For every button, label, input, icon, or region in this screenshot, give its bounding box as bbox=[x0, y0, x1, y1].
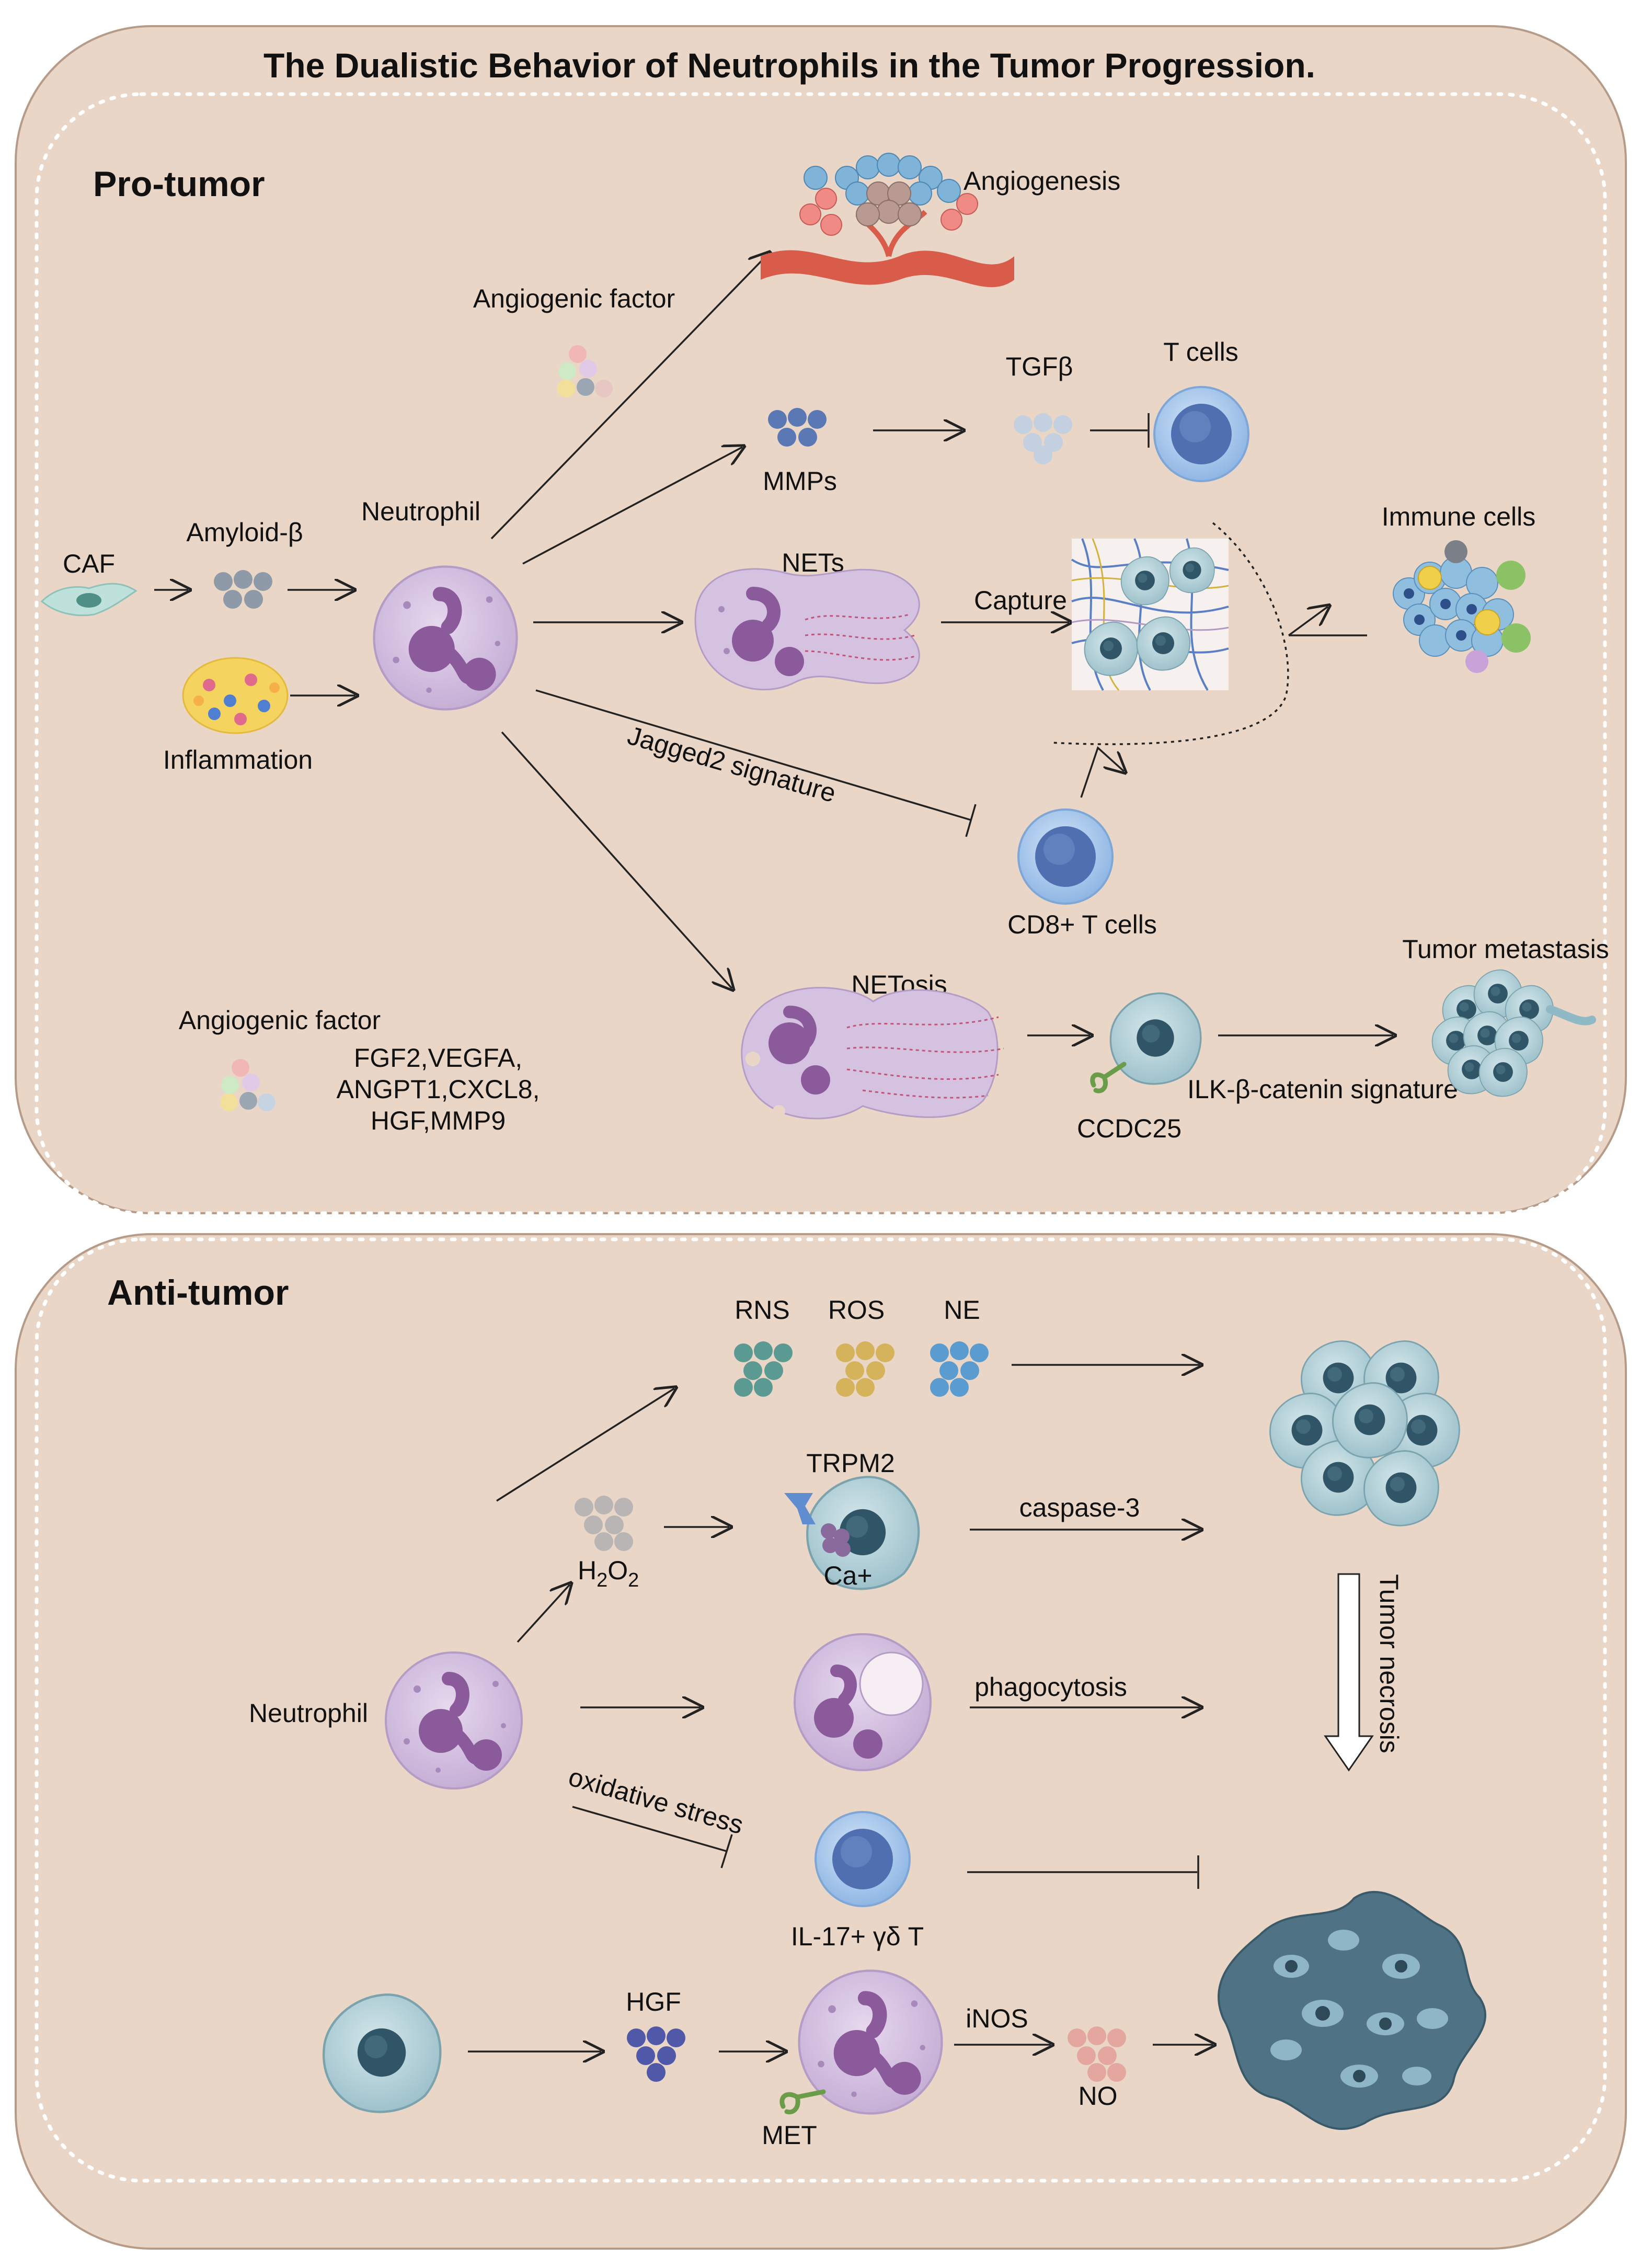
hgf-molecules-icon bbox=[627, 2026, 685, 2082]
il17-tcell-icon bbox=[815, 1811, 911, 1907]
tgfb-label: TGFβ bbox=[1006, 352, 1073, 381]
caf-label: CAF bbox=[63, 549, 115, 578]
hgf-label: HGF bbox=[626, 1987, 681, 2016]
tcell-icon bbox=[1153, 386, 1249, 482]
necrotic-tumor-icon bbox=[1217, 1890, 1487, 2130]
ccdc25-receptor-icon bbox=[1090, 1062, 1127, 1093]
angiogenesis-label: Angiogenesis bbox=[964, 166, 1120, 196]
inos-label: iNOS bbox=[966, 2004, 1028, 2033]
neutrophil-label-pro: Neutrophil bbox=[361, 497, 480, 526]
ros-molecules-icon bbox=[836, 1341, 894, 1397]
neutrophil-cell-icon-anti bbox=[386, 1652, 522, 1788]
neutrophil-label-anti: Neutrophil bbox=[249, 1699, 368, 1728]
rns-molecules-icon bbox=[734, 1341, 793, 1397]
tgfb-molecules-icon bbox=[1014, 413, 1072, 464]
tcells-label: T cells bbox=[1163, 337, 1238, 367]
anti-tumor-heading: Anti-tumor bbox=[107, 1273, 289, 1313]
capture-label: Capture bbox=[974, 586, 1067, 615]
immune-cells-label: Immune cells bbox=[1382, 502, 1536, 531]
angiogenesis-icon bbox=[761, 153, 1014, 288]
neutrophil-cell-icon-pro bbox=[374, 567, 517, 710]
arrow-neutrophil-to-ros bbox=[496, 1388, 674, 1502]
tumor-necrosis-label: Tumor necrosis bbox=[1374, 1574, 1404, 1753]
tumor-metastasis-label: Tumor metastasis bbox=[1402, 934, 1609, 964]
cd8-tcell-icon bbox=[1017, 808, 1114, 905]
inhibit-bar-il17 bbox=[720, 1834, 733, 1868]
tumor-metastasis-cluster-icon bbox=[1431, 969, 1596, 1097]
arrow-cd8-up bbox=[1080, 746, 1124, 798]
cd8-label: CD8+ T cells bbox=[1007, 910, 1157, 939]
tumor-necrosis-arrow-icon bbox=[1324, 1573, 1374, 1772]
arrow-neutrophil-to-angiogenesis bbox=[490, 254, 769, 540]
met-label: MET bbox=[762, 2121, 817, 2150]
no-molecules-icon bbox=[1068, 2026, 1126, 2082]
inhibit-jagged2-line bbox=[535, 689, 971, 821]
met-receptor-icon bbox=[779, 2089, 826, 2115]
pro-tumor-heading: Pro-tumor bbox=[93, 164, 265, 204]
h2o2-molecules-icon bbox=[575, 1496, 633, 1551]
arrow-neutrophil-to-netosis bbox=[501, 731, 732, 988]
mmps-label: MMPs bbox=[763, 466, 837, 496]
ilk-label: ILK-β-catenin signature bbox=[1187, 1075, 1458, 1104]
inhibit-oxidative-stress-line bbox=[572, 1806, 727, 1852]
inflammation-cluster-icon bbox=[182, 657, 289, 734]
arrow-to-immune-cells bbox=[1288, 607, 1328, 636]
trpm2-label: TRPM2 bbox=[806, 1449, 894, 1478]
arrow-neutrophil-to-mmps bbox=[522, 447, 742, 565]
angio-factor-list-title: Angiogenic factor bbox=[179, 1006, 381, 1035]
amyloid-label: Amyloid-β bbox=[186, 518, 303, 547]
calcium-label: Ca+ bbox=[823, 1561, 872, 1590]
netosis-cell-icon bbox=[741, 987, 1004, 1120]
angiogenic-factor-label: Angiogenic factor bbox=[473, 284, 675, 313]
anti-tumor-dashed-border bbox=[35, 1237, 1607, 2183]
trpm2-channel-icon bbox=[784, 1493, 816, 1524]
dashed-curve-to-immune bbox=[1050, 522, 1289, 745]
phagocytosis-cell-icon bbox=[794, 1633, 932, 1771]
ccdc25-label: CCDC25 bbox=[1077, 1114, 1182, 1143]
caspase-label: caspase-3 bbox=[1019, 1493, 1140, 1522]
calcium-ions-icon bbox=[821, 1523, 851, 1557]
il17-label: IL-17+ γδ T bbox=[791, 1922, 924, 1951]
inflammation-label: Inflammation bbox=[163, 745, 313, 774]
caf-cell-icon bbox=[40, 583, 137, 617]
pro-tumor-dashed-border bbox=[35, 92, 1607, 1215]
arrow-neutrophil-to-h2o2 bbox=[517, 1585, 570, 1643]
inhibit-bar-cd8 bbox=[965, 804, 977, 837]
figure-title: The Dualistic Behavior of Neutrophils in… bbox=[263, 46, 1315, 85]
factor-line-1: FGF2,VEGFA, bbox=[354, 1043, 522, 1073]
no-label: NO bbox=[1079, 2081, 1118, 2111]
immune-cells-cluster-icon bbox=[1393, 540, 1531, 673]
h2o2-label: H2O2 bbox=[578, 1556, 639, 1591]
angio-factor-list-molecules-icon bbox=[220, 1059, 276, 1111]
ne-label: NE bbox=[944, 1295, 980, 1325]
nets-cell-icon bbox=[694, 568, 920, 691]
factor-line-2: ANGPT1,CXCL8, bbox=[336, 1075, 540, 1104]
captured-cells-mesh-icon bbox=[1071, 538, 1229, 691]
angiogenic-factor-molecules-icon bbox=[557, 345, 613, 397]
phagocytosis-label: phagocytosis bbox=[974, 1672, 1127, 1702]
ne-molecules-icon bbox=[930, 1341, 989, 1397]
factor-line-3: HGF,MMP9 bbox=[371, 1106, 506, 1135]
ros-label: ROS bbox=[828, 1295, 885, 1325]
rns-label: RNS bbox=[735, 1295, 790, 1325]
